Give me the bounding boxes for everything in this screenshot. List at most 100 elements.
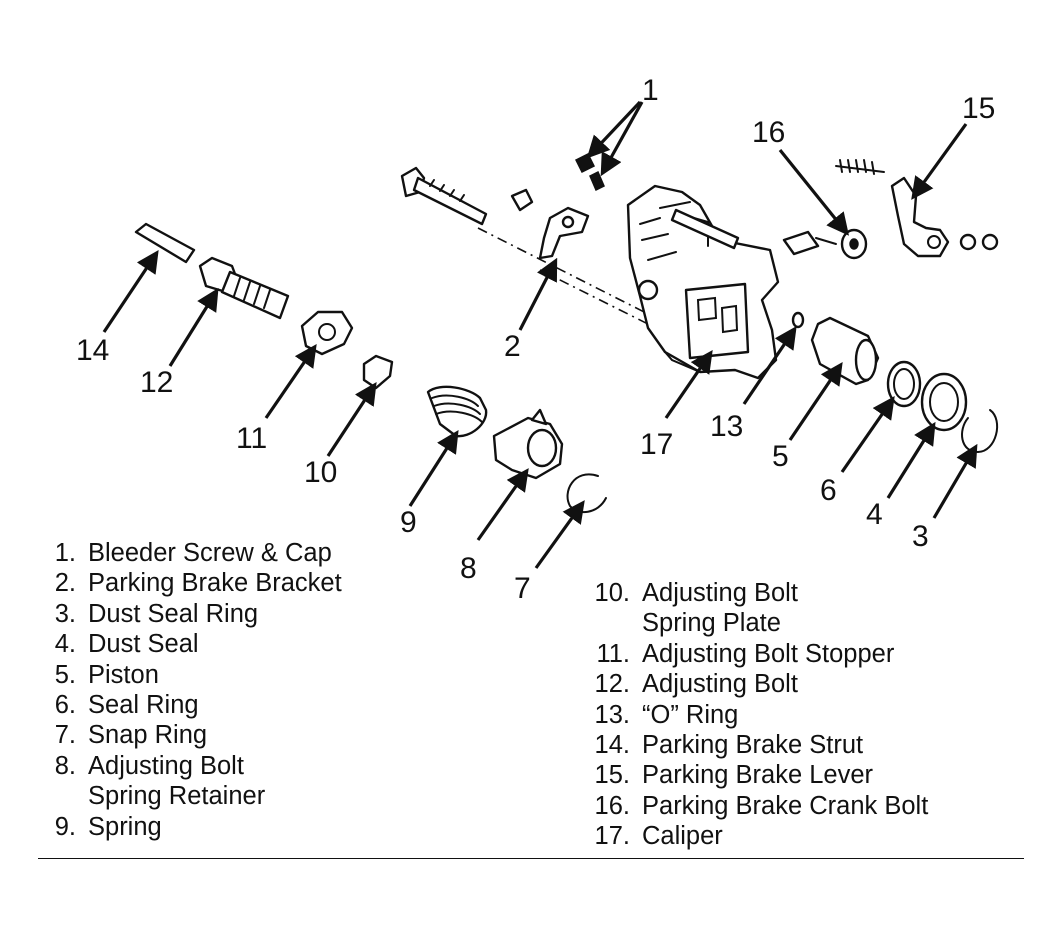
- legend-label: Adjusting Bolt: [642, 579, 798, 607]
- legend-number: 8.: [54, 751, 76, 780]
- adjusting-bolt-part: [198, 256, 290, 320]
- leader-9: [408, 429, 459, 507]
- callout-5: 5: [772, 440, 789, 473]
- parking-brake-crank-bolt-part: [782, 228, 868, 260]
- legend-number: 3.: [54, 599, 76, 628]
- legend-row: 7.Snap Ring: [30, 720, 342, 750]
- leader-10: [326, 381, 377, 457]
- leader-16: [778, 148, 850, 236]
- adjusting-bolt-stopper-part: [300, 310, 354, 356]
- legend-number: 10.: [594, 579, 630, 607]
- legend-row: 9.Spring: [30, 812, 342, 842]
- bleeder-screw-cap-part: [574, 152, 605, 192]
- parking-brake-bracket-part: [510, 188, 590, 260]
- legend-number: 5.: [54, 660, 76, 689]
- legend-label: Spring Plate: [642, 609, 781, 638]
- legend-label: Piston: [88, 660, 159, 689]
- legend-number: [570, 608, 642, 638]
- parking-brake-strut-part: [134, 222, 196, 264]
- callout-13: 13: [710, 410, 743, 443]
- legend-number: 13.: [594, 700, 630, 729]
- legend-row: 13. “O” Ring: [570, 700, 928, 730]
- callout-9: 9: [400, 506, 417, 539]
- callout-7: 7: [514, 572, 531, 605]
- legend-label: Spring: [88, 812, 162, 841]
- legend-label: Adjusting Bolt: [88, 751, 244, 780]
- legend-label: Parking Brake Crank Bolt: [642, 791, 929, 820]
- dust-seal-part: [920, 372, 968, 432]
- leader-6: [840, 396, 895, 473]
- o-ring-part: [791, 311, 805, 329]
- legend-row: 16.Parking Brake Crank Bolt: [570, 791, 929, 821]
- legend-number: [30, 781, 88, 811]
- legend-row: 3. Dust Seal Ring: [30, 599, 342, 629]
- leader-3: [932, 443, 978, 519]
- leader-4: [886, 421, 936, 499]
- caliper-part: [626, 184, 780, 380]
- leader-15: [911, 123, 968, 200]
- legend-row: 6. Seal Ring: [30, 690, 342, 720]
- legend-row: 17. Caliper: [570, 821, 928, 851]
- legend-label: Parking Brake Bracket: [88, 569, 342, 598]
- callout-8: 8: [460, 552, 477, 585]
- legend-row: 4. Dust Seal: [30, 629, 342, 659]
- bottom-divider: [38, 858, 1024, 859]
- legend-label: Spring Retainer: [88, 782, 266, 811]
- legend-label: Seal Ring: [88, 691, 199, 720]
- snap-ring-part: [566, 473, 607, 514]
- legend-row: 5. Piston: [30, 660, 342, 690]
- piston-part: [810, 316, 880, 386]
- legend-number: 17.: [594, 822, 630, 851]
- legend-number: 12.: [594, 670, 630, 699]
- leader-11: [264, 344, 317, 419]
- callout-14: 14: [76, 334, 109, 367]
- legend-number: 4.: [54, 630, 76, 659]
- legend-label: Dust Seal Ring: [88, 599, 259, 628]
- legend-row: 2.Parking Brake Bracket: [30, 568, 342, 598]
- leader-2: [518, 257, 558, 331]
- legend-row: 10. Adjusting Bolt: [570, 578, 928, 608]
- parts-legend-right: 10.Adjusting Bolt Spring Plate 11.Adjust…: [570, 578, 929, 852]
- dust-seal-ring-part: [961, 409, 999, 454]
- legend-row: 15. Parking Brake Lever: [570, 760, 928, 790]
- callout-11: 11: [236, 422, 267, 455]
- legend-label: Bleeder Screw & Cap: [88, 539, 332, 567]
- leader-14: [102, 250, 159, 333]
- parts-legend-left: 1. Bleeder Screw & Cap 2.Parking Brake Br…: [30, 538, 342, 842]
- spring-part: [426, 385, 488, 438]
- adjusting-bolt-spring-plate-part: [362, 354, 394, 390]
- legend-label: Dust Seal: [88, 630, 199, 659]
- legend-label: Parking Brake Lever: [642, 761, 874, 790]
- callout-4: 4: [866, 498, 883, 531]
- callout-15: 15: [962, 92, 995, 125]
- legend-number: 6.: [54, 691, 76, 720]
- callout-12: 12: [140, 366, 173, 399]
- legend-row: 11.Adjusting Bolt Stopper: [570, 639, 928, 669]
- legend-number: 1.: [54, 539, 76, 567]
- leader-12: [168, 287, 219, 367]
- legend-number: 14.: [594, 731, 630, 760]
- legend-row: 14. Parking Brake Strut: [570, 730, 928, 760]
- legend-number: 11.: [596, 639, 630, 668]
- leader-1a: [586, 100, 642, 159]
- legend-label: Parking Brake Strut: [642, 731, 864, 760]
- callout-17: 17: [640, 428, 673, 461]
- callout-10: 10: [304, 456, 337, 489]
- legend-row: 12. Adjusting Bolt: [570, 669, 928, 699]
- legend-row: 1. Bleeder Screw & Cap: [30, 538, 342, 568]
- leader-17: [664, 350, 713, 419]
- guide-bolt-part: [400, 166, 488, 226]
- legend-row: Spring Retainer: [30, 781, 342, 811]
- legend-number: 15.: [594, 761, 630, 790]
- adjusting-bolt-spring-retainer-part: [492, 408, 564, 480]
- legend-label: “O” Ring: [642, 700, 739, 729]
- callout-1: 1: [642, 74, 659, 107]
- leader-7: [534, 500, 585, 569]
- legend-label: Caliper: [642, 822, 723, 851]
- callout-2: 2: [504, 330, 521, 363]
- leader-5: [788, 362, 843, 441]
- leader-1b: [600, 101, 644, 177]
- callout-3: 3: [912, 520, 929, 553]
- legend-label: Adjusting Bolt: [642, 670, 798, 699]
